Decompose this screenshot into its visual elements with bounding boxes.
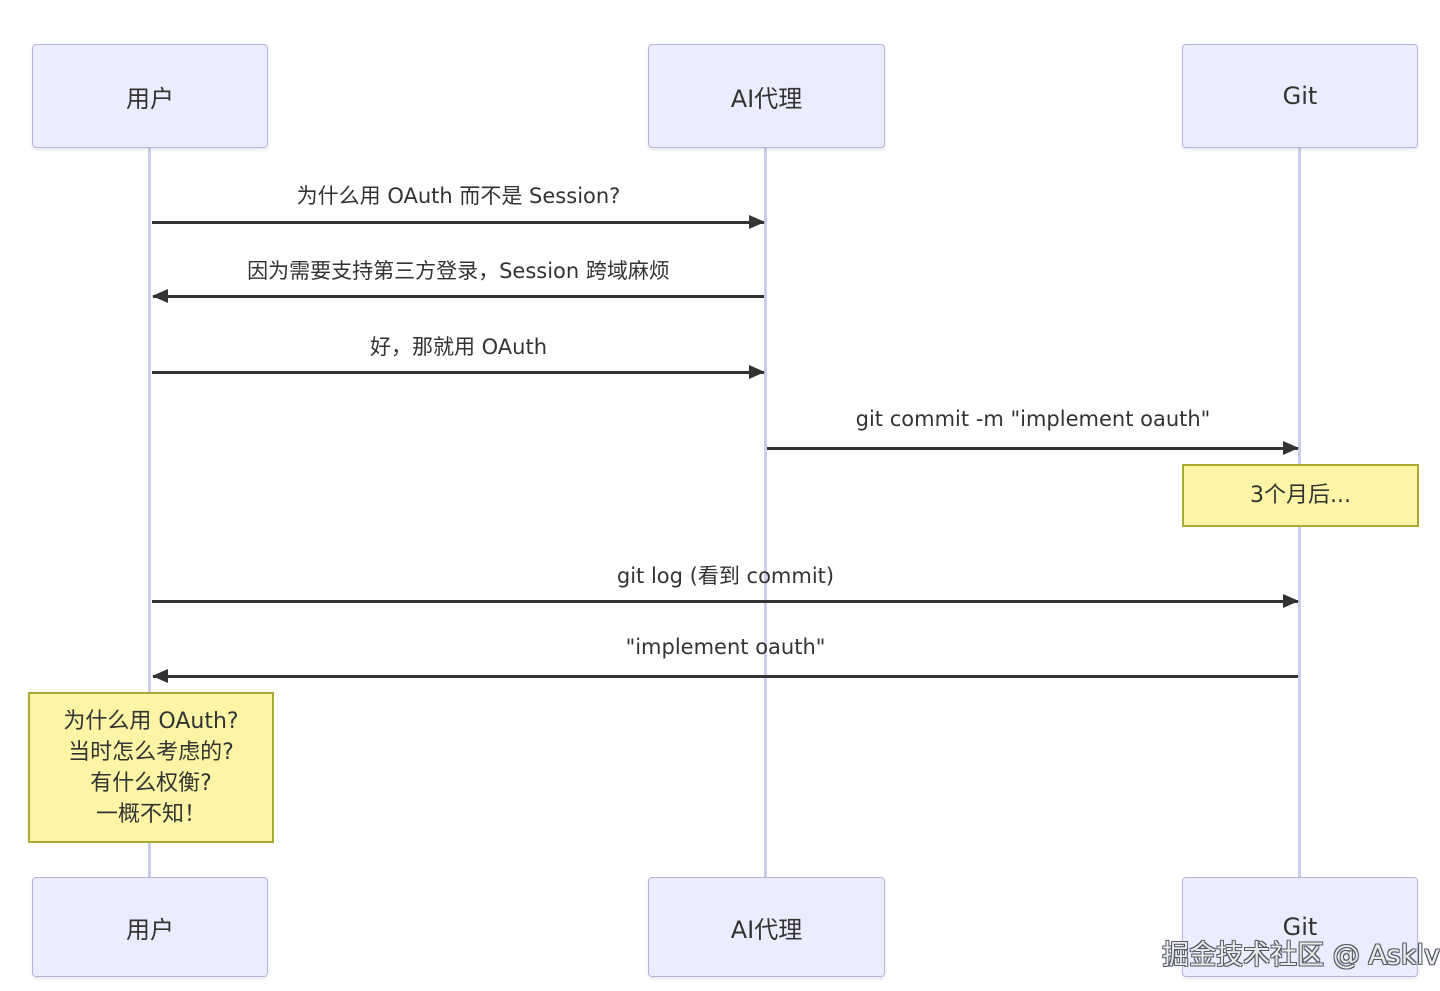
actor-ai-agent-bottom: AI代理 (648, 877, 885, 977)
actor-user-label: 用户 (126, 915, 174, 944)
message-label-why-oauth: 为什么用 OAuth 而不是 Session? (296, 184, 621, 208)
actor-git-label: Git (1282, 913, 1318, 941)
message-arrow-user-to-ai-1 (152, 215, 765, 229)
actor-user-bottom: 用户 (32, 877, 268, 977)
note-line: 3个月后... (1250, 483, 1351, 508)
note-no-context: 为什么用 OAuth? 当时怎么考虑的? 有什么权衡? 一概不知！ (28, 692, 274, 843)
message-arrow-git-to-user (152, 669, 1298, 683)
actor-git-label: Git (1282, 82, 1318, 110)
note-line: 为什么用 OAuth? (63, 708, 239, 734)
actor-user-top: 用户 (32, 44, 268, 148)
lifeline-ai-agent (764, 148, 767, 877)
message-label-implement-oauth: "implement oauth" (625, 635, 826, 659)
actor-git-top: Git (1182, 44, 1418, 148)
message-label-third-party-login: 因为需要支持第三方登录，Session 跨域麻烦 (247, 259, 670, 283)
actor-git-bottom: Git (1182, 877, 1418, 977)
message-arrow-ai-to-user (152, 289, 764, 303)
actor-user-label: 用户 (126, 84, 174, 113)
message-arrow-user-to-git (152, 594, 1299, 608)
message-label-git-commit: git commit -m "implement oauth" (855, 407, 1211, 431)
note-line: 当时怎么考虑的? (68, 739, 234, 765)
note-line: 一概不知！ (95, 801, 206, 827)
message-arrow-user-to-ai-2 (152, 365, 765, 379)
lifeline-user (148, 148, 151, 877)
actor-ai-agent-label: AI代理 (730, 84, 803, 113)
message-label-git-log: git log (看到 commit) (616, 564, 835, 588)
note-three-months-later: 3个月后... (1182, 464, 1419, 527)
message-arrow-ai-to-git (767, 441, 1299, 455)
actor-ai-agent-label: AI代理 (730, 915, 803, 944)
note-line: 有什么权衡? (90, 770, 212, 796)
actor-ai-agent-top: AI代理 (648, 44, 885, 148)
message-label-use-oauth: 好，那就用 OAuth (369, 335, 548, 359)
